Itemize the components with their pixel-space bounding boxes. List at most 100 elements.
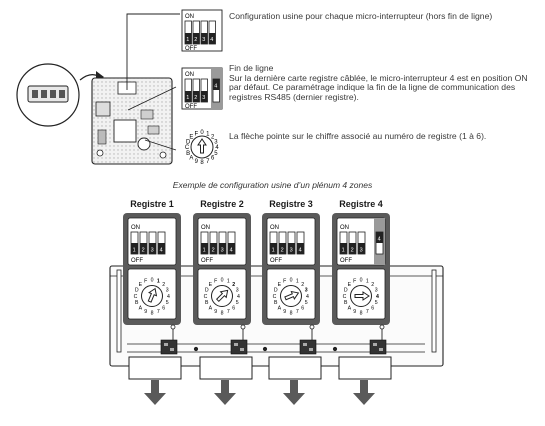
dial-digit: F	[194, 131, 198, 137]
airflow-arrow-icon	[353, 380, 375, 405]
dip-on-label: ON	[131, 225, 140, 231]
dial-digit: 9	[144, 309, 147, 315]
dial-arrow-icon	[147, 287, 158, 303]
dip-num: 2	[281, 248, 284, 254]
dial-digit: B	[135, 300, 139, 306]
dial-digit: C	[273, 294, 277, 300]
dial-digit: 3	[305, 288, 308, 294]
airflow-arrows	[144, 380, 375, 405]
dial-digit: 2	[232, 282, 235, 288]
dip-on-label: ON	[185, 72, 194, 78]
dial-digit: 4	[167, 294, 170, 300]
dial-digit: 9	[214, 309, 217, 315]
dip-num: 1	[186, 37, 189, 43]
dip-num: 2	[212, 248, 215, 254]
register-module	[299, 339, 317, 355]
dip-num: 1	[203, 248, 206, 254]
dial-digit: 5	[305, 300, 308, 306]
dip-num: 4	[230, 248, 233, 254]
dial-digit: 1	[157, 279, 160, 285]
dip-num: 3	[202, 37, 205, 43]
dial-digit: A	[278, 305, 282, 311]
dial-digit: E	[348, 282, 352, 288]
dip-on-label: ON	[270, 225, 279, 231]
dial-digit: 0	[151, 277, 154, 283]
dip-num: 3	[221, 248, 224, 254]
dial-digit: 6	[371, 305, 374, 311]
dip-off-label: OFF	[201, 258, 213, 264]
dial-digit: 8	[151, 310, 154, 316]
dial-arrow-icon	[215, 289, 229, 303]
dial-digit: A	[189, 156, 193, 162]
dial-digit: B	[186, 151, 190, 157]
dial-digit: B	[205, 300, 209, 306]
dial-digit: C	[185, 145, 190, 151]
dial-digit: 1	[206, 131, 210, 137]
dial-digit: E	[139, 282, 143, 288]
dial-digit: 6	[301, 305, 304, 311]
dip-num: 3	[360, 248, 363, 254]
dial-digit: A	[348, 305, 352, 311]
airflow-arrow-icon	[144, 380, 166, 405]
dip-on-label: ON	[185, 14, 194, 20]
dip-num: 3	[202, 95, 205, 101]
dial-digit: 7	[296, 309, 299, 315]
dip-switch-factory: ON 1 2 3 4 OFF	[181, 9, 223, 52]
dial-digit: 7	[227, 309, 230, 315]
dial-arrow-icon	[354, 291, 370, 301]
dial-digit: F	[144, 279, 147, 285]
dial-digit: D	[205, 288, 209, 294]
dial-digit: 3	[214, 139, 218, 145]
dial-digit: 0	[290, 277, 293, 283]
dip-num: 3	[151, 248, 154, 254]
dip-switch-end-of-line: ON 1 2 3 4 OFF	[181, 67, 223, 110]
dial-digit: B	[274, 300, 278, 306]
dip-off-label: OFF	[270, 258, 282, 264]
dial-digit: 5	[166, 300, 169, 306]
dial-digit: 8	[360, 310, 363, 316]
dip-num: 4	[214, 84, 217, 90]
dial-digit: 9	[195, 159, 199, 165]
dial-digit: 5	[375, 300, 378, 306]
dial-digit: 2	[162, 282, 165, 288]
connector-callout	[16, 63, 104, 127]
dial-digit: 6	[232, 305, 235, 311]
dial-arrow-icon	[284, 290, 300, 301]
dip-off-label: OFF	[185, 104, 197, 110]
dial-digit: 7	[157, 309, 160, 315]
dip-off-label: OFF	[131, 258, 143, 264]
register-title: Registre 1	[130, 199, 174, 209]
dial-digit: A	[139, 305, 143, 311]
register-module	[369, 339, 387, 355]
dial-digit: 6	[162, 305, 165, 311]
dip-num: 3	[290, 248, 293, 254]
dip-num: 2	[142, 248, 145, 254]
dial-digit: D	[186, 139, 191, 145]
factory-description: Configuration usine pour chaque micro-in…	[229, 11, 493, 21]
dial-digit: 1	[296, 279, 299, 285]
caption: Exemple de configuration usine d’un plén…	[172, 180, 373, 190]
dial-digit: F	[283, 279, 286, 285]
airflow-arrow-icon	[214, 380, 236, 405]
dial-digit: 3	[166, 288, 169, 294]
end-of-line-title: Fin de ligne	[229, 63, 274, 73]
dial-digit: 4	[237, 294, 240, 300]
dial-digit: 3	[375, 288, 378, 294]
dip-num: 2	[194, 95, 197, 101]
dial-digit: 8	[290, 310, 293, 316]
dial-digit: D	[344, 288, 348, 294]
dial-digit: 1	[366, 279, 369, 285]
